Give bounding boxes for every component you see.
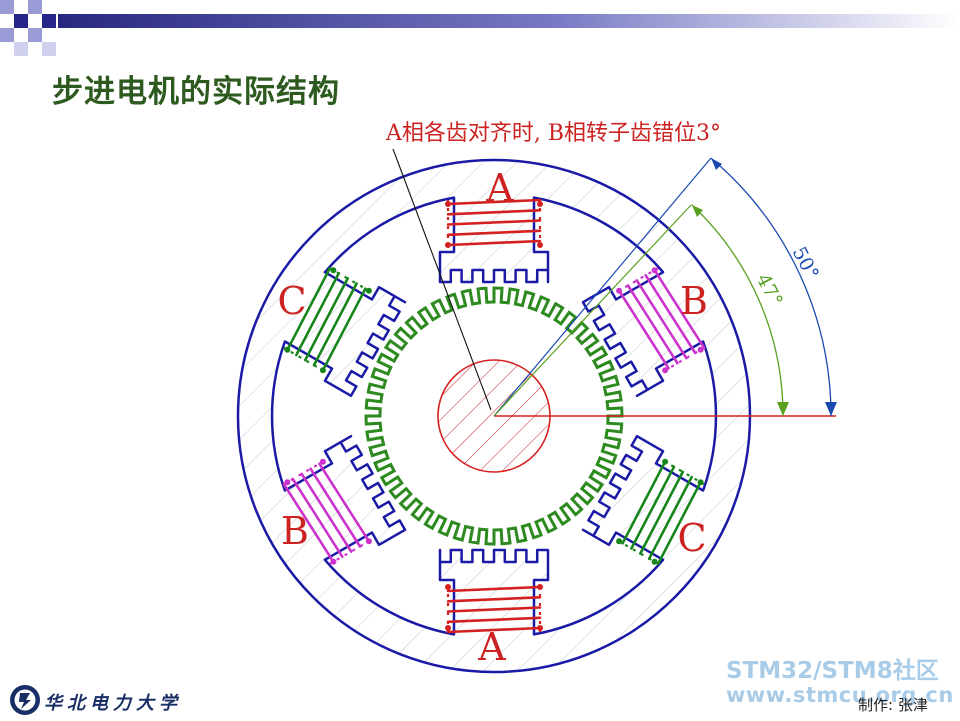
pole-label-b-upper-right: B (680, 279, 708, 323)
watermark: STM32/STM8社区 www.stmcu.org.cn (726, 659, 956, 707)
angle-indicators (392, 148, 837, 417)
coil-winding (616, 267, 706, 374)
header-gradient-bar (58, 14, 960, 28)
rotor (364, 286, 624, 546)
outer-angle-arc (710, 157, 832, 417)
arrowhead (711, 158, 722, 170)
coil-winding (445, 198, 543, 248)
outer-angle-label: 50° (788, 243, 823, 283)
annotation-leader (392, 148, 492, 411)
inner-angle-arc (691, 204, 784, 417)
university-logo (8, 683, 168, 717)
header-square (42, 14, 56, 28)
coils (282, 198, 706, 634)
arrowhead (825, 402, 837, 416)
rotor-teeth (364, 286, 624, 546)
header-square (14, 42, 28, 56)
inner-angle-label: 47° (752, 270, 787, 310)
outer-angle-ray (493, 157, 712, 417)
header-square (28, 28, 42, 42)
annotation-text: A相各齿对齐时, B相转子齿错位3° (385, 121, 721, 146)
university-emblem-icon (10, 685, 40, 715)
header-square (42, 42, 56, 56)
stator (236, 158, 752, 674)
header-decoration (0, 0, 960, 56)
coil-winding (283, 266, 372, 374)
pole-label-b-lower-left: B (281, 509, 309, 553)
coil-winding (282, 458, 372, 565)
header-band (0, 0, 960, 58)
pole-label-a-top: A (485, 166, 514, 210)
coil-winding (616, 458, 705, 566)
watermark-text: STM32/STM8社区 (726, 658, 939, 684)
header-square (0, 28, 14, 42)
header-square (14, 14, 28, 28)
author-credit: 制作: 张津 (858, 696, 928, 714)
arrowhead (777, 402, 789, 416)
pole-label-c-lower-right: C (677, 516, 706, 560)
watermark-url: www.stmcu.org.cn (726, 683, 954, 707)
pole-label-c-upper-left: C (277, 279, 306, 323)
arrowhead (692, 205, 703, 217)
slide-title: 步进电机的实际结构 (52, 74, 340, 110)
coil-winding (445, 584, 543, 634)
header-square (0, 0, 14, 14)
university-name: 华北电力大学 (44, 693, 182, 714)
inner-angle-ray (493, 204, 692, 417)
stator-body (236, 158, 752, 674)
header-square (28, 0, 42, 14)
pole-label-a-bottom: A (477, 625, 506, 669)
